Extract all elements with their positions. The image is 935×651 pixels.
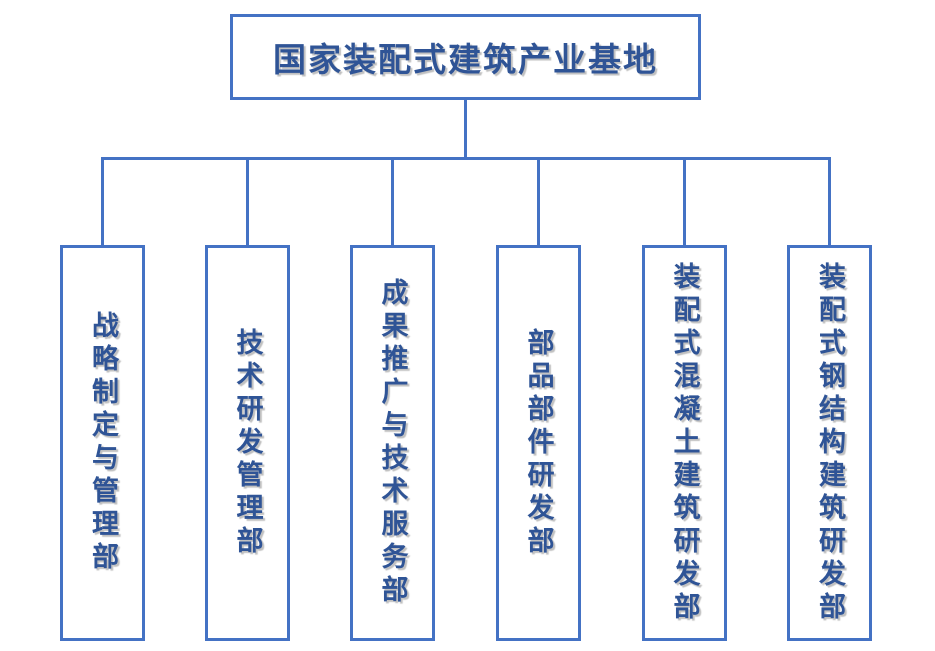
connector-horizontal-bar: [101, 157, 831, 160]
dept-label-precast-concrete-rd: 装配式混凝土建筑研发部: [668, 261, 700, 625]
connector-drop-2: [245, 157, 249, 246]
dept-label-steel-structure-rd: 装配式钢结构建筑研发部: [814, 261, 845, 625]
dept-box-strategy-management: 战略制定与管理部: [60, 245, 145, 641]
dept-label-promotion-tech-service: 成果推广与技术服务部: [376, 278, 408, 608]
connector-drop-3: [390, 157, 394, 246]
dept-box-steel-structure-rd: 装配式钢结构建筑研发部: [787, 245, 872, 641]
root-node-box: 国家装配式建筑产业基地: [230, 14, 701, 100]
dept-box-promotion-tech-service: 成果推广与技术服务部: [349, 245, 435, 641]
dept-box-precast-concrete-rd: 装配式混凝土建筑研发部: [641, 245, 727, 641]
connector-drop-6: [828, 157, 831, 246]
dept-label-strategy-management: 战略制定与管理部: [87, 311, 118, 575]
dept-label-parts-components-rd: 部品部件研发部: [522, 327, 554, 559]
connector-root-stem: [464, 100, 467, 160]
dept-box-parts-components-rd: 部品部件研发部: [495, 245, 581, 641]
connector-drop-1: [101, 157, 104, 246]
dept-label-tech-rd-management: 技术研发管理部: [231, 327, 263, 559]
connector-drop-4: [536, 157, 540, 246]
dept-box-tech-rd-management: 技术研发管理部: [204, 245, 290, 641]
root-node-label: 国家装配式建筑产业基地: [273, 40, 658, 79]
connector-drop-5: [682, 157, 686, 246]
